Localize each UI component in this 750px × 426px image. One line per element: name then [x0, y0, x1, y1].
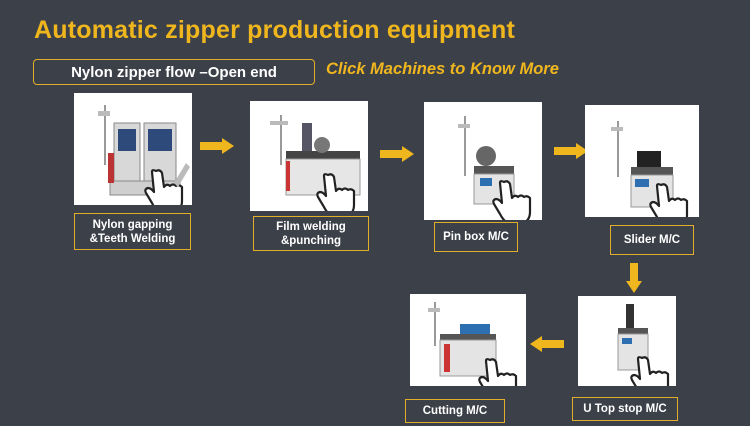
hand-pointer-icon [649, 183, 689, 217]
arrow-right-icon [380, 146, 414, 162]
machine-slider[interactable] [585, 105, 699, 217]
machine-nylon-gapping[interactable] [74, 93, 192, 205]
zipper-machine-photo-icon [611, 121, 689, 217]
machine-label[interactable]: Cutting M/C [405, 399, 505, 423]
zipper-machine-photo-icon [98, 105, 190, 205]
page-title: Automatic zipper production equipment [34, 16, 516, 44]
machine-label[interactable]: Nylon gapping &Teeth Welding [74, 213, 191, 250]
machine-label[interactable]: U Top stop M/C [572, 397, 678, 421]
click-hint: Click Machines to Know More [326, 60, 559, 78]
machine-label[interactable]: Slider M/C [610, 225, 694, 255]
arrow-right-icon [554, 143, 588, 159]
hand-pointer-icon [144, 169, 184, 205]
machine-film-welding[interactable] [250, 101, 368, 211]
machine-label[interactable]: Film welding &punching [253, 216, 369, 251]
zipper-machine-photo-icon [458, 116, 532, 220]
zipper-machine-photo-icon [617, 304, 670, 386]
hand-pointer-icon [316, 173, 356, 211]
machine-cutting[interactable] [410, 294, 526, 386]
zipper-machine-photo-icon [428, 302, 518, 386]
hand-pointer-icon [630, 356, 670, 386]
machine-label[interactable]: Pin box M/C [434, 222, 518, 252]
machine-pin-box[interactable] [424, 102, 542, 220]
hand-pointer-icon [492, 180, 532, 220]
arrow-left-icon [530, 336, 564, 352]
zipper-machine-photo-icon [270, 115, 361, 211]
arrow-right-icon [200, 138, 234, 154]
arrow-down-icon [626, 263, 642, 293]
flow-label: Nylon zipper flow –Open end [33, 59, 315, 85]
hand-pointer-icon [478, 358, 518, 386]
machine-u-top-stop[interactable] [578, 296, 676, 386]
